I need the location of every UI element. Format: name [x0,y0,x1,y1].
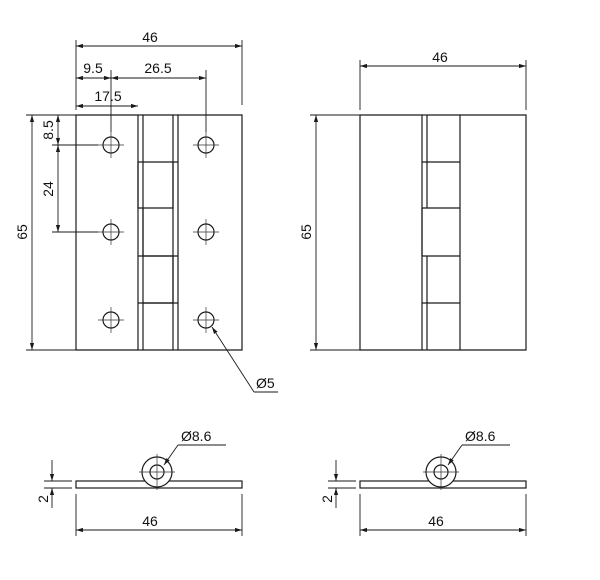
dim-bottom-right-width-label: 46 [428,513,444,529]
dim-front-vertical-offsets: 8.5 24 [40,114,98,233]
dim-front-hole-spacing-y-label: 24 [40,181,56,197]
hole-left-bottom [98,307,124,333]
dim-bottom-left-width-label: 46 [142,513,158,529]
front-center-strip [142,114,174,351]
dim-back-width: 46 [359,49,527,110]
back-knuckle-1 [422,161,460,209]
dim-front-height-label: 65 [14,224,30,240]
dim-back-width-label: 46 [432,49,448,65]
front-left-leaf [75,114,139,351]
hole-right-top [193,132,219,158]
dim-bottom-right-width: 46 [359,494,527,536]
front-right-leaf [177,114,243,351]
dim-front-hole-offset-label: 17.5 [94,88,121,104]
dim-front-hole-diameter-label: Ø5 [256,375,275,391]
dim-back-height: 65 [298,114,360,351]
hole-left-middle [98,219,124,245]
front-view: 46 9.5 26.5 17.5 8.5 24 [14,29,278,393]
back-left-leaf [359,114,423,351]
front-holes [98,132,219,333]
back-view: 46 65 [298,49,527,351]
dim-bottom-left-knuckle-diameter-label: Ø8.6 [181,428,212,444]
bottom-left-knuckle [139,454,175,490]
dim-bottom-right-thickness-label: 2 [319,495,335,503]
dim-bottom-left-knuckle-diameter: Ø8.6 [163,428,226,466]
front-knuckle-1 [137,162,174,209]
dim-front-width: 46 [75,29,243,110]
bottom-right-view: Ø8.6 2 46 [319,428,527,536]
bottom-left-view: Ø8.6 2 46 [35,428,243,536]
hole-left-top [98,132,124,158]
dim-bottom-left-width: 46 [75,494,243,536]
bottom-right-knuckle [423,454,459,490]
dim-bottom-left-thickness-label: 2 [35,495,51,503]
back-knuckle-2 [421,207,460,257]
dim-front-width-label: 46 [142,29,158,45]
back-center-strip [426,114,460,351]
dim-bottom-right-thickness: 2 [319,460,356,508]
back-knuckle-3 [422,256,460,304]
back-right-leaf [459,114,527,351]
dim-front-hole-diameter: Ø5 [211,326,278,393]
dim-bottom-right-knuckle-diameter-label: Ø8.6 [465,428,496,444]
dim-front-height: 65 [14,114,76,351]
hole-right-middle [193,219,219,245]
dim-back-height-label: 65 [298,224,314,240]
dim-bottom-left-thickness: 2 [35,460,72,508]
dim-front-hole-offset: 17.5 [76,88,138,109]
dim-front-top-offset-label: 8.5 [40,120,56,140]
dim-front-hole-spacing-x-label: 26.5 [144,60,171,76]
dim-bottom-right-knuckle-diameter: Ø8.6 [447,428,510,466]
dim-front-offsets: 9.5 26.5 [76,60,207,132]
dim-front-offset-label: 9.5 [83,60,103,76]
hole-right-bottom [193,307,219,333]
